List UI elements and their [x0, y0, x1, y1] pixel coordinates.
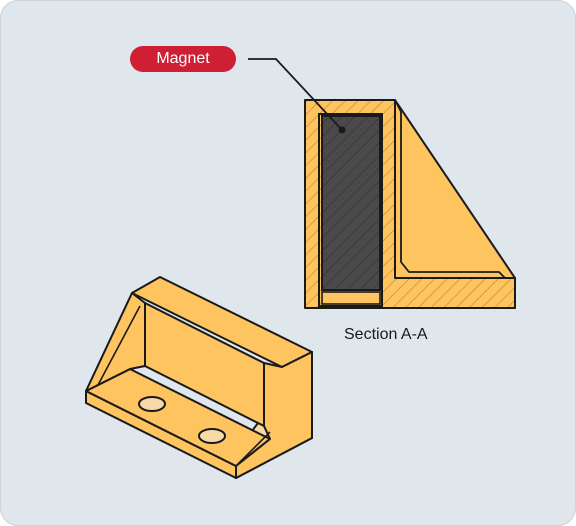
part-hole-left: [138, 396, 166, 412]
section-magnet: [321, 115, 381, 291]
section-caption: Section A-A: [344, 326, 428, 343]
section-magnet-insert: [321, 291, 381, 305]
isometric-part: [85, 276, 313, 479]
part-hole-right: [198, 428, 226, 444]
section-view: [304, 99, 516, 309]
section-gusset: [394, 99, 516, 309]
magnet-callout-tag: Magnet: [130, 46, 236, 72]
part-left-gusset: [85, 292, 146, 392]
gusset-inner-edge: [400, 112, 506, 279]
magnet-leader: [248, 58, 346, 134]
